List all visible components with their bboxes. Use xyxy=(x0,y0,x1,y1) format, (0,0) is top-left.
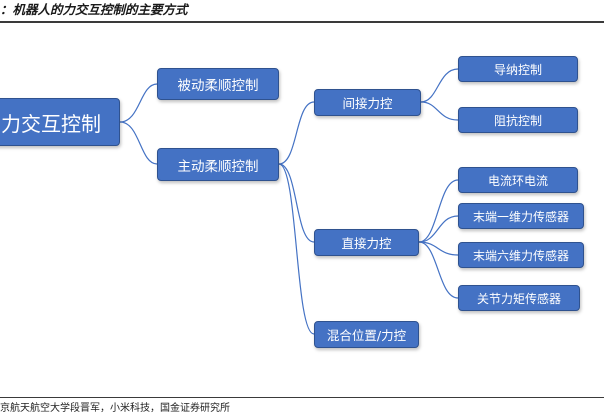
node-admittance-control: 导纳控制 xyxy=(458,56,578,82)
connector-active-direct xyxy=(278,163,315,243)
node-end-1d-sensor: 末端一维力传感器 xyxy=(458,203,584,229)
connector-root-passive xyxy=(119,83,158,123)
connector-direct-torque xyxy=(418,241,459,299)
connector-direct-1d xyxy=(418,215,459,243)
node-active-compliance: 主动柔顺控制 xyxy=(157,148,279,181)
node-direct-force: 直接力控 xyxy=(314,229,419,256)
node-hybrid-force: 混合位置/力控 xyxy=(314,321,419,348)
figure-source: 京航天航空大学段晋军，小米科技，国金证券研究所 xyxy=(0,403,230,414)
figure-title: ：机器人的力交互控制的主要方式 xyxy=(0,2,188,17)
node-current-loop: 电流环电流 xyxy=(458,167,578,193)
connector-indirect-admittance xyxy=(420,68,459,103)
node-indirect-force: 间接力控 xyxy=(314,89,421,116)
connector-direct-6d xyxy=(418,241,459,256)
connector-active-indirect xyxy=(278,101,315,165)
connector-direct-current xyxy=(418,179,459,243)
node-joint-torque-sensor: 关节力矩传感器 xyxy=(458,285,580,311)
connector-indirect-impedance xyxy=(420,101,459,121)
connector-active-hybrid xyxy=(278,163,315,335)
node-end-6d-sensor: 末端六维力传感器 xyxy=(458,242,584,268)
bottom-rule xyxy=(0,397,604,398)
node-root: 力交互控制 xyxy=(0,98,120,146)
top-rule xyxy=(0,21,604,23)
node-passive-compliance: 被动柔顺控制 xyxy=(157,68,279,100)
node-impedance-control: 阻抗控制 xyxy=(458,107,578,133)
connector-root-active xyxy=(119,121,158,165)
